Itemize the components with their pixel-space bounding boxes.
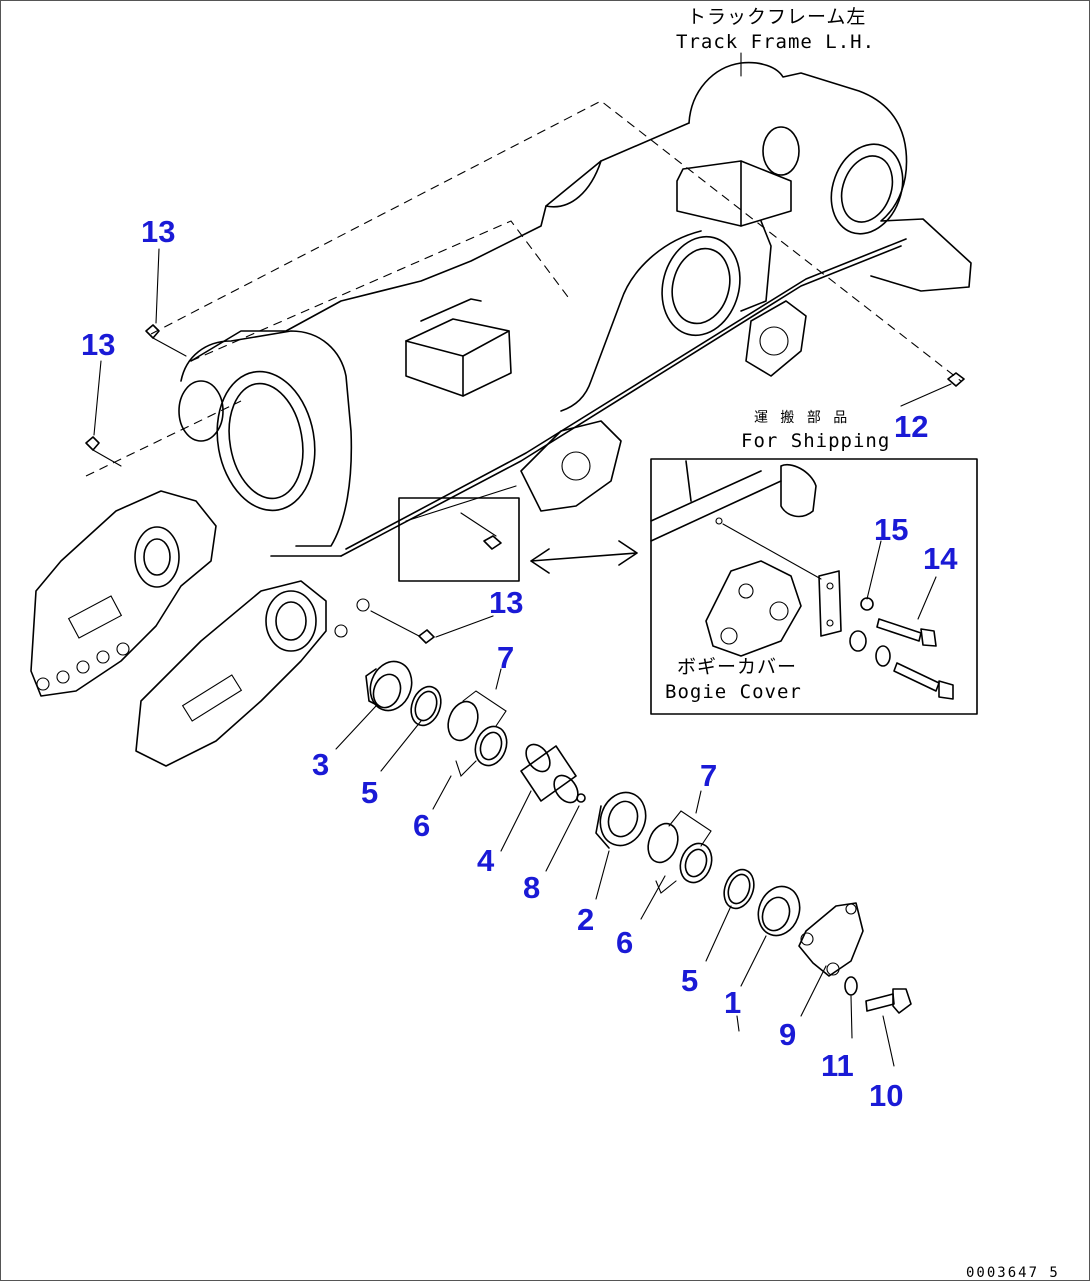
- part-4-pin: [520, 743, 579, 804]
- callout-7-a: 7: [497, 640, 514, 675]
- callout-15: 15: [874, 512, 908, 547]
- callout-13-c: 13: [489, 585, 523, 620]
- drawing-code: 0003647 5: [966, 1265, 1060, 1281]
- part-6-bushing-b: [647, 810, 713, 894]
- title-jp: トラックフレーム左: [687, 6, 866, 28]
- callout-11: 11: [821, 1048, 854, 1083]
- callout-10: 10: [869, 1078, 903, 1113]
- callout-3: 3: [312, 747, 329, 782]
- detail-frame: [398, 497, 520, 582]
- spacer-b: [875, 645, 891, 667]
- part-9-cover: [798, 902, 864, 977]
- exploded-parts: [365, 660, 912, 1014]
- part-8-plug: [576, 793, 586, 803]
- part-6-bushing-a: [447, 690, 508, 778]
- callout-6-b: 6: [616, 925, 633, 960]
- callout-12: 12: [894, 409, 928, 444]
- part-3-seal: [365, 660, 413, 712]
- spacer-a: [849, 630, 867, 652]
- callout-13-a: 13: [141, 214, 175, 249]
- callout-2: 2: [577, 902, 594, 937]
- shipping-en: For Shipping: [741, 430, 890, 452]
- part-14-bolt-b: [893, 662, 954, 700]
- callout-5-a: 5: [361, 775, 378, 810]
- callout-8: 8: [523, 870, 540, 905]
- callout-4: 4: [477, 843, 495, 878]
- callout-14: 14: [923, 541, 958, 576]
- title-en: Track Frame L.H.: [676, 31, 875, 53]
- leader-lines: [93, 248, 952, 1067]
- double-arrow: [530, 540, 638, 574]
- bolt-12: [947, 372, 965, 387]
- bolt-detail: [483, 535, 502, 550]
- callout-7-b: 7: [700, 758, 717, 793]
- part-2-collar: [595, 791, 647, 849]
- callout-1: 1: [724, 985, 741, 1020]
- part-14-bolt-a: [876, 618, 937, 647]
- bolt-13-b: [85, 436, 122, 467]
- callout-9: 9: [779, 1017, 796, 1052]
- part-15-washer: [860, 597, 874, 611]
- callout-5-b: 5: [681, 963, 698, 998]
- bolt-13-a: [145, 324, 187, 357]
- part-5-ring-a: [410, 685, 442, 727]
- callout-13-b: 13: [81, 327, 115, 362]
- part-10-bolt: [865, 988, 912, 1014]
- callouts: 13 13 13 12 15 14 7 7 3 5 6 4 8 2 6 5 1 …: [81, 214, 958, 1113]
- bogie-jp: ボギーカバー: [677, 656, 797, 678]
- part-5-ring-b: [723, 868, 755, 910]
- track-frame: [30, 61, 972, 767]
- shipping-inset: [650, 458, 978, 715]
- inset-drawing: ボギーカバー Bogie Cover: [650, 460, 954, 703]
- shipping-jp: 運 搬 部 品: [754, 410, 849, 426]
- bogie-en: Bogie Cover: [665, 681, 802, 703]
- part-11-washer: [844, 976, 858, 996]
- part-1-seal: [757, 885, 801, 937]
- bolt-13-c: [370, 610, 435, 644]
- callout-6-a: 6: [413, 808, 430, 843]
